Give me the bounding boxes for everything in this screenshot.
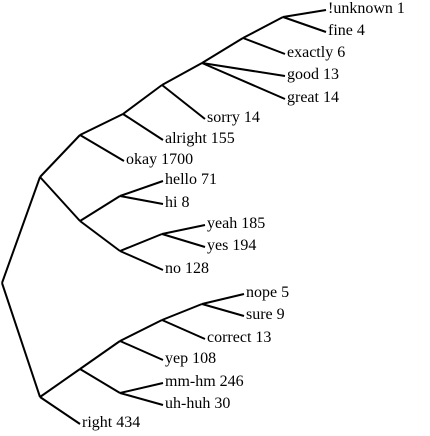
leaf-count: 4: [356, 22, 365, 39]
leaf-branch-good: [201, 62, 286, 77]
branch-bot-rt: [39, 368, 81, 398]
branch-yn-yy: [119, 233, 163, 252]
branch-okay-alr: [79, 113, 124, 136]
leaf-label: no 128: [165, 261, 209, 277]
leaf-word: right: [82, 414, 113, 431]
leaf-count: 71: [201, 171, 217, 188]
leaf-count: 434: [116, 414, 141, 431]
leaf-word: no: [165, 260, 181, 277]
leaf-word: great: [287, 89, 319, 106]
leaf-count: 108: [192, 350, 217, 367]
branch-yp-co: [119, 319, 163, 342]
leaf-count: 13: [255, 329, 272, 346]
leaf-word: exactly: [287, 44, 334, 61]
leaf-label: great 14: [287, 90, 339, 106]
leaf-word: yep: [165, 350, 189, 367]
leaf-count: 8: [181, 194, 190, 211]
leaf-branch-exactly: [242, 37, 286, 55]
leaf-count: 185: [241, 215, 266, 232]
branch-hhy-yn: [79, 220, 121, 252]
leaf-branch-yeah: [161, 224, 206, 235]
leaf-branch-nope: [201, 293, 245, 305]
leaf-word: !unknown: [328, 0, 393, 17]
leaf-word: correct: [207, 329, 252, 346]
branch-root-bot: [1, 282, 41, 398]
branch-ex-unk: [242, 16, 284, 39]
leaf-word: hi: [165, 194, 178, 211]
leaf-label: exactly 6: [287, 45, 345, 61]
leaf-label: !unknown 1: [328, 1, 405, 17]
leaf-label: yes 194: [207, 238, 256, 254]
leaf-word: yeah: [207, 215, 238, 232]
leaf-count: 14: [243, 109, 260, 126]
branch-alr-sor: [122, 84, 163, 115]
leaf-count: 155: [210, 130, 235, 147]
leaf-branch-okay: [79, 134, 125, 162]
branch-gg-ex: [201, 37, 244, 64]
leaf-label: fine 4: [328, 23, 365, 39]
branch-sor-gg: [161, 62, 203, 86]
leaf-label: hi 8: [165, 195, 189, 211]
branch-hhy-hh: [79, 195, 121, 222]
branch-top-hhy: [39, 176, 81, 222]
leaf-word: mm-hm: [165, 373, 216, 390]
leaf-count: 13: [323, 66, 339, 83]
leaf-branch-yes: [161, 233, 206, 248]
branch-root-top: [1, 176, 41, 284]
leaf-label: nope 5: [246, 285, 289, 301]
leaf-branch-no: [119, 250, 164, 271]
leaf-branch-hello: [119, 180, 164, 197]
leaf-word: yes: [207, 237, 229, 254]
leaf-label: good 13: [287, 67, 339, 83]
leaf-word: sorry: [207, 109, 240, 126]
leaf-word: sure: [246, 306, 273, 323]
leaf-branch-uh-huh: [119, 392, 164, 406]
leaf-branch-sorry: [161, 84, 206, 120]
leaf-count: 1: [396, 0, 405, 17]
leaf-branch-correct: [161, 319, 206, 340]
leaf-count: 128: [185, 260, 209, 277]
leaf-count: 194: [232, 237, 257, 254]
leaf-count: 14: [322, 89, 339, 106]
leaf-branch-unknown: [282, 9, 327, 18]
leaf-branch-yep: [119, 340, 164, 361]
leaf-word: nope: [246, 284, 278, 301]
leaf-word: okay: [126, 151, 158, 168]
leaf-count: 1700: [161, 151, 194, 168]
leaf-branch-great: [201, 62, 286, 100]
leaf-count: 246: [219, 373, 244, 390]
branch-co-ns: [161, 303, 203, 321]
leaf-word: fine: [328, 22, 353, 39]
leaf-label: okay 1700: [126, 152, 193, 168]
branch-top-okay: [39, 134, 81, 178]
leaf-label: yeah 185: [207, 216, 265, 232]
leaf-branch-sure: [201, 303, 245, 317]
leaf-count: 30: [214, 395, 231, 412]
branch-rt-mm: [79, 368, 121, 394]
leaf-branch-hi: [119, 195, 164, 205]
leaf-label: right 434: [82, 415, 140, 431]
leaf-label: hello 71: [165, 172, 217, 188]
leaf-word: good: [287, 66, 319, 83]
leaf-branch-right: [39, 396, 81, 425]
leaf-branch-mm-hm: [119, 382, 164, 394]
leaf-label: uh-huh 30: [165, 396, 230, 412]
branch-rt-yp: [79, 340, 121, 370]
leaf-label: alright 155: [165, 131, 235, 147]
leaf-branch-alright: [122, 113, 164, 141]
leaf-label: correct 13: [207, 330, 271, 346]
leaf-count: 5: [281, 284, 290, 301]
leaf-label: sorry 14: [207, 110, 260, 126]
leaf-label: yep 108: [165, 351, 216, 367]
leaf-count: 9: [276, 306, 285, 323]
leaf-word: uh-huh: [165, 395, 211, 412]
leaf-branch-fine: [282, 16, 327, 33]
leaf-word: alright: [165, 130, 207, 147]
leaf-word: hello: [165, 171, 197, 188]
leaf-label: mm-hm 246: [165, 374, 244, 390]
leaf-label: sure 9: [246, 307, 285, 323]
leaf-count: 6: [337, 44, 346, 61]
